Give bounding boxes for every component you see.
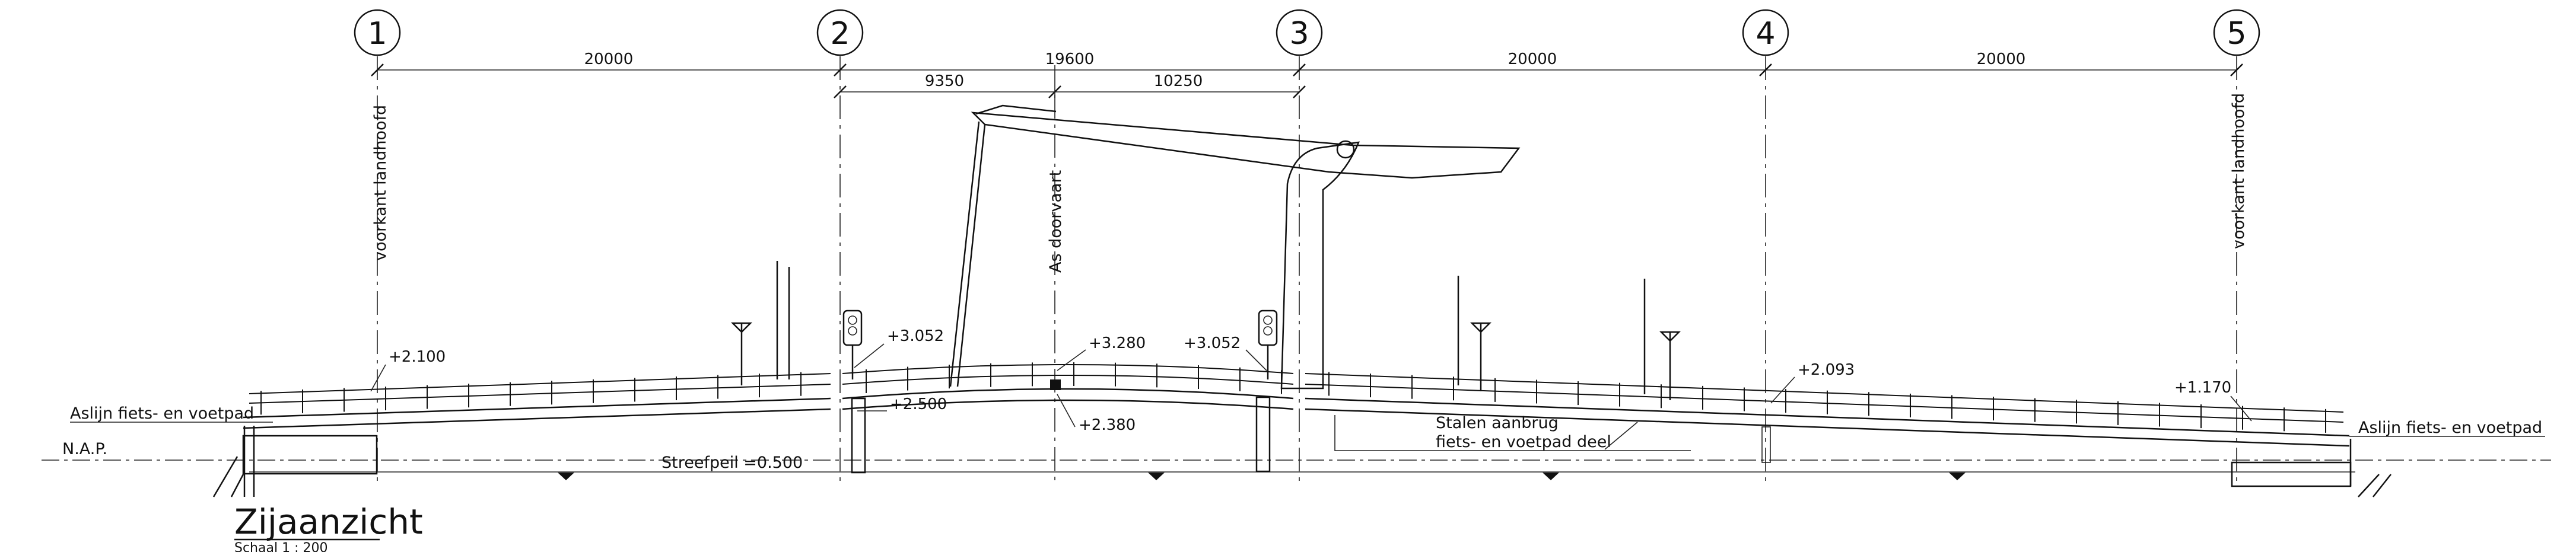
axis-bubble-4 [1742, 9, 1789, 56]
right-approach-top [1305, 397, 2350, 437]
bascule-deck-top [842, 388, 1294, 400]
level-1170: +1.170 [2174, 379, 2231, 397]
center-marker [1050, 379, 1061, 390]
label-path-axis-left: Aslijn fiets- en voetpad [70, 404, 254, 423]
balance-beam [971, 111, 1521, 179]
drawing-title: Zijaanzicht Schaal 1 : 200 [234, 502, 423, 552]
reference-levels [42, 460, 2551, 480]
axis-bubble-3 [1276, 9, 1323, 56]
strut [949, 121, 980, 387]
label-steel-span-2: fiets- en voetpad deel [1436, 433, 1611, 451]
right-abutment-box [2231, 461, 2352, 487]
level-2100: +2.100 [389, 348, 446, 366]
dimension-lines: 20000 19600 20000 20000 9350 10250 [371, 50, 2243, 98]
labels: voorkant landhoofd voorkant landhoofd As… [62, 93, 2545, 472]
axis-label-2: 2 [830, 16, 850, 52]
title-main: Zijaanzicht [234, 502, 423, 542]
label-channel-axis: As doorvaart [1047, 170, 1065, 273]
dim-1-2: 20000 [584, 50, 634, 68]
bascule-deck-bottom [842, 399, 1294, 410]
steel-span-underside [1334, 415, 1691, 451]
axis-label-1: 1 [367, 16, 387, 52]
left-approach-bottom [243, 408, 831, 429]
axis-bubble-1 [354, 9, 401, 56]
label-streefpeil: Streefpeil =0.500 [662, 454, 803, 472]
level-3052-left: +3.052 [887, 327, 944, 345]
bascule-tower [949, 104, 1521, 390]
label-front-abutment-left: voorkant landhoofd [371, 105, 390, 261]
label-front-abutment-right: voorkant landhoofd [2230, 93, 2248, 249]
signal-posts [730, 261, 1681, 400]
abutments [212, 426, 2391, 497]
axis-bubbles: 1 2 3 4 5 [354, 9, 2260, 56]
level-2093: +2.093 [1798, 361, 1855, 379]
left-approach-top [243, 397, 831, 419]
label-path-axis-right: Aslijn fiets- en voetpad [2358, 419, 2542, 437]
title-scale: Schaal 1 : 200 [234, 541, 327, 552]
dim-sub-left: 9350 [925, 72, 964, 90]
label-nap: N.A.P. [62, 440, 107, 458]
level-2500: +2.500 [890, 395, 947, 413]
pier-left [851, 397, 866, 474]
bridge-deck [243, 388, 2350, 474]
railing [249, 362, 2344, 433]
pier-right [1255, 396, 1271, 473]
level-annotations: +2.100 +3.052 +2.500 +3.280 +2.380 +3.05… [370, 327, 2252, 434]
dim-3-4: 20000 [1508, 50, 1557, 68]
dim-4-5: 20000 [1977, 50, 2026, 68]
dim-sub-right: 10250 [1154, 72, 1203, 90]
level-3280: +3.280 [1089, 334, 1146, 352]
axis-label-4: 4 [1756, 16, 1775, 52]
right-approach-bottom [1305, 408, 2350, 447]
dim-2-3: 19600 [1045, 50, 1095, 68]
axis-bubble-2 [816, 9, 864, 56]
level-2380: +2.380 [1079, 416, 1136, 434]
axis-label-3: 3 [1289, 16, 1309, 52]
left-abutment-box [242, 435, 378, 475]
axis-label-5: 5 [2227, 16, 2246, 52]
tower [1280, 141, 1360, 390]
level-3052-right: +3.052 [1184, 334, 1241, 352]
label-steel-span-1: Stalen aanbrug [1436, 414, 1559, 432]
axis-bubble-5 [2213, 9, 2260, 56]
